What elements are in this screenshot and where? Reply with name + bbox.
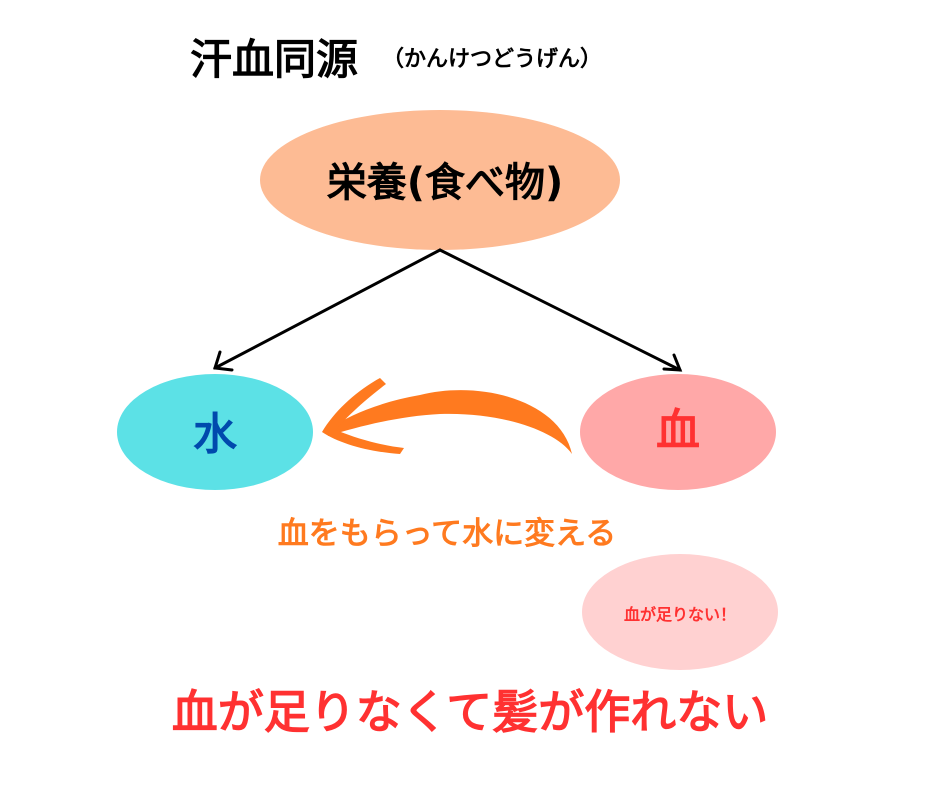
arrowhead-water	[213, 350, 234, 372]
arrowhead-blood	[662, 353, 683, 372]
title-reading: （かんけつどうげん）	[382, 47, 602, 72]
blood-label: 血	[656, 405, 700, 456]
conversion-label: 血をもらって水に変える	[278, 516, 617, 552]
shortage-node	[582, 554, 778, 670]
blood-node	[580, 374, 776, 490]
water-node	[117, 374, 313, 490]
nutrition-node	[260, 110, 620, 250]
arrow-to-water	[213, 248, 442, 370]
shortage-label: 血が足りない！	[624, 605, 736, 624]
arrow-to-blood	[438, 248, 682, 372]
branch-arrows	[213, 248, 683, 372]
conversion-arrow	[322, 378, 572, 454]
water-label: 水	[193, 409, 238, 460]
conclusion-text: 血が足りなくて髪が作れない	[172, 685, 769, 739]
title-main: 汗血同源	[190, 35, 358, 84]
nutrition-label: 栄養(食べ物)	[327, 160, 564, 206]
